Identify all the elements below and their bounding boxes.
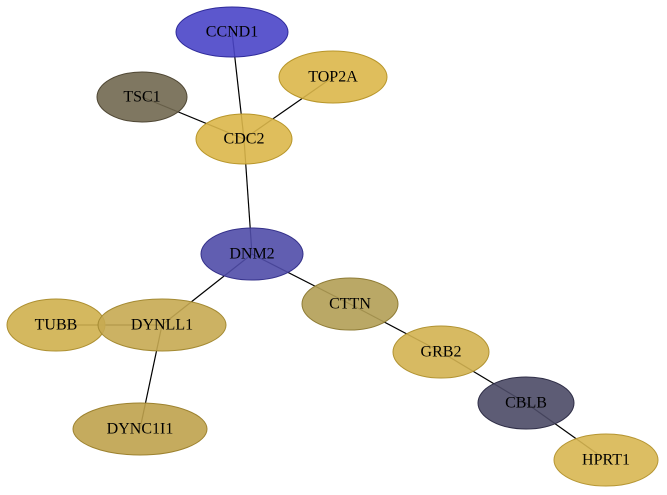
node-shape-cttn xyxy=(301,277,399,331)
node-shape-grb2 xyxy=(392,325,490,379)
node-dnm2[interactable]: DNM2 xyxy=(200,227,304,281)
node-cttn[interactable]: CTTN xyxy=(301,277,399,331)
node-label-tubb: TUBB xyxy=(35,317,78,334)
node-label-cdc2: CDC2 xyxy=(224,131,265,148)
node-ccnd1[interactable]: CCND1 xyxy=(175,6,289,58)
node-top2a[interactable]: TOP2A xyxy=(278,50,388,104)
node-dync1i1[interactable]: DYNC1I1 xyxy=(72,402,208,456)
node-label-ccnd1: CCND1 xyxy=(206,24,258,41)
node-label-hprt1: HPRT1 xyxy=(582,452,630,469)
node-label-dnm2: DNM2 xyxy=(229,246,274,263)
node-shape-cblb xyxy=(477,376,575,430)
node-dynll1[interactable]: DYNLL1 xyxy=(97,298,227,352)
node-hprt1[interactable]: HPRT1 xyxy=(553,433,659,487)
node-shape-dync1i1 xyxy=(72,402,208,456)
node-cdc2[interactable]: CDC2 xyxy=(195,113,293,165)
node-shape-tsc1 xyxy=(96,71,188,123)
node-label-cttn: CTTN xyxy=(329,296,371,313)
node-tsc1[interactable]: TSC1 xyxy=(96,71,188,123)
node-label-dynll1: DYNLL1 xyxy=(131,317,193,334)
node-grb2[interactable]: GRB2 xyxy=(392,325,490,379)
node-label-tsc1: TSC1 xyxy=(123,89,160,106)
node-label-cblb: CBLB xyxy=(505,395,547,412)
node-label-top2a: TOP2A xyxy=(308,69,358,86)
node-cblb[interactable]: CBLB xyxy=(477,376,575,430)
node-shape-dynll1 xyxy=(97,298,227,352)
node-shape-hprt1 xyxy=(553,433,659,487)
node-label-dync1i1: DYNC1I1 xyxy=(107,421,174,438)
node-shape-dnm2 xyxy=(200,227,304,281)
node-tubb[interactable]: TUBB xyxy=(6,298,106,352)
node-shape-cdc2 xyxy=(195,113,293,165)
node-shape-ccnd1 xyxy=(175,6,289,58)
node-shape-top2a xyxy=(278,50,388,104)
node-label-grb2: GRB2 xyxy=(421,344,462,361)
